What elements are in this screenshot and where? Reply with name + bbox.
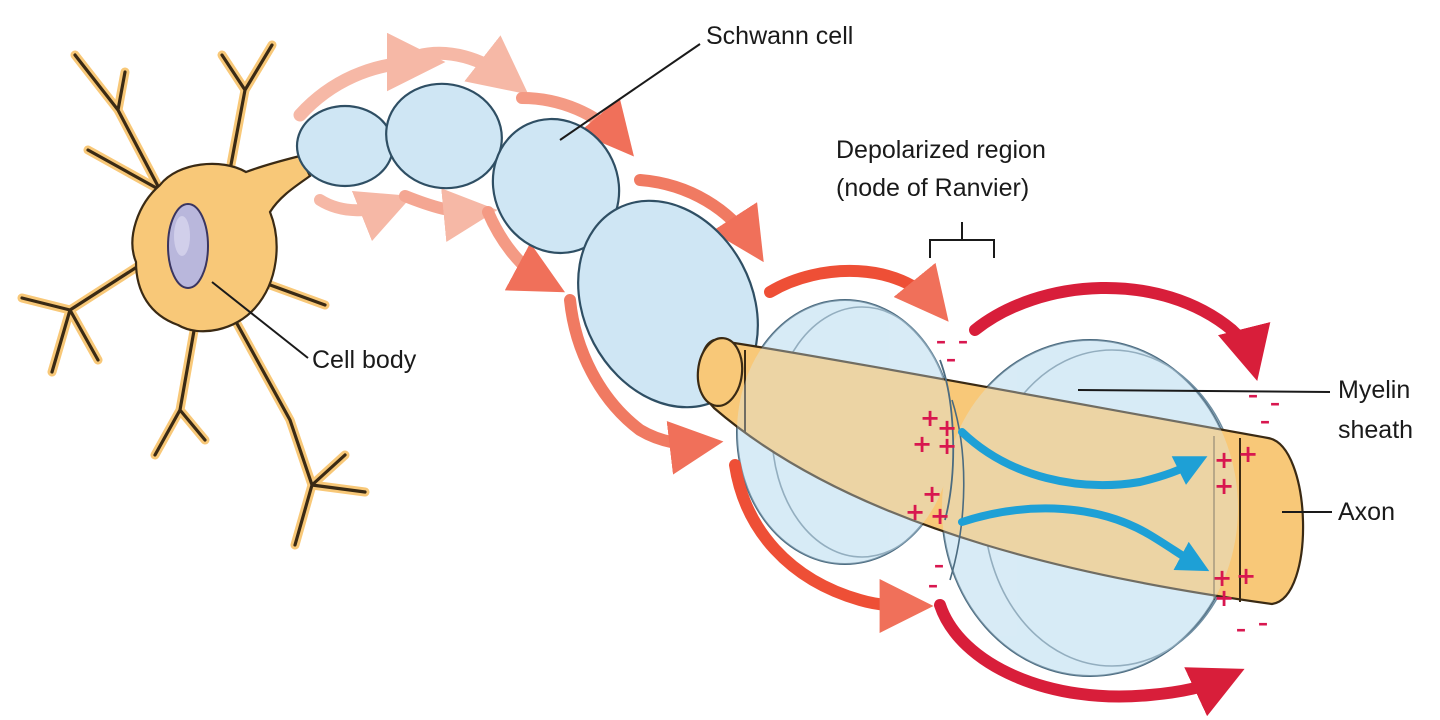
svg-text:–: – — [934, 553, 944, 577]
svg-text:+: + — [1214, 584, 1234, 612]
svg-text:–: – — [946, 347, 956, 371]
svg-text:–: – — [936, 329, 946, 353]
current-arrow-next-node-lower — [934, 599, 1245, 717]
myelin-overlay — [737, 300, 1238, 676]
label-cell-body: Cell body — [312, 346, 417, 374]
label-myelin-sheath-line2: sheath — [1338, 416, 1413, 444]
svg-text:+: + — [922, 480, 942, 508]
svg-text:–: – — [958, 329, 968, 353]
internal-current-arrows — [958, 428, 1210, 572]
label-myelin-sheath-line1: Myelin — [1338, 376, 1410, 404]
svg-text:+: + — [905, 498, 925, 526]
leader-lines — [211, 43, 1332, 513]
leader-myelin-sheath — [1077, 389, 1331, 393]
axon-cut-face-left — [696, 337, 744, 407]
svg-text:+: + — [1236, 562, 1256, 590]
svg-text:–: – — [1258, 611, 1268, 635]
svg-text:+: + — [930, 502, 950, 530]
svg-text:+: + — [937, 414, 957, 442]
neuron-cell-body-group — [17, 40, 370, 550]
current-arrow-to-node-lower — [729, 459, 934, 633]
positive-charges: + + + + + + + + + + + + + — [905, 404, 1258, 612]
svg-text:–: – — [1270, 391, 1280, 415]
labels: Schwann cell Depolarized region (node of… — [312, 22, 1413, 526]
current-arrows-faded — [293, 32, 764, 475]
schwann-cell-2 — [385, 82, 503, 190]
current-arrow-next-node-upper — [969, 282, 1271, 381]
label-axon: Axon — [1338, 498, 1395, 526]
svg-text:+: + — [1214, 446, 1234, 474]
svg-text:+: + — [937, 432, 957, 460]
nucleus-highlight — [174, 216, 190, 256]
dendrites — [17, 40, 370, 550]
internal-current-arrow-upper — [958, 428, 1208, 490]
current-arrows-red — [729, 262, 1271, 717]
myelin-overlay-outlines — [939, 359, 965, 581]
negative-charges: – – – – – – – – – – — [928, 329, 1280, 641]
leader-cell-body — [211, 281, 309, 359]
svg-text:–: – — [1260, 409, 1270, 433]
cell-body — [131, 154, 312, 333]
svg-text:–: – — [1248, 383, 1258, 407]
schwann-cell-1 — [295, 104, 395, 188]
svg-text:+: + — [1214, 472, 1234, 500]
internal-current-arrow-lower — [958, 504, 1210, 572]
svg-text:–: – — [1236, 617, 1246, 641]
svg-text:–: – — [928, 573, 938, 597]
label-schwann-cell: Schwann cell — [706, 22, 853, 50]
svg-text:+: + — [920, 404, 940, 432]
current-arrow-to-node-upper — [764, 262, 949, 322]
svg-text:+: + — [1212, 564, 1232, 592]
svg-text:+: + — [1238, 440, 1258, 468]
label-depolarized-region-line2: (node of Ranvier) — [836, 174, 1029, 202]
leader-schwann-cell — [559, 43, 701, 141]
depolarized-region-bracket — [929, 222, 995, 258]
svg-text:+: + — [912, 430, 932, 458]
label-depolarized-region-line1: Depolarized region — [836, 136, 1046, 164]
